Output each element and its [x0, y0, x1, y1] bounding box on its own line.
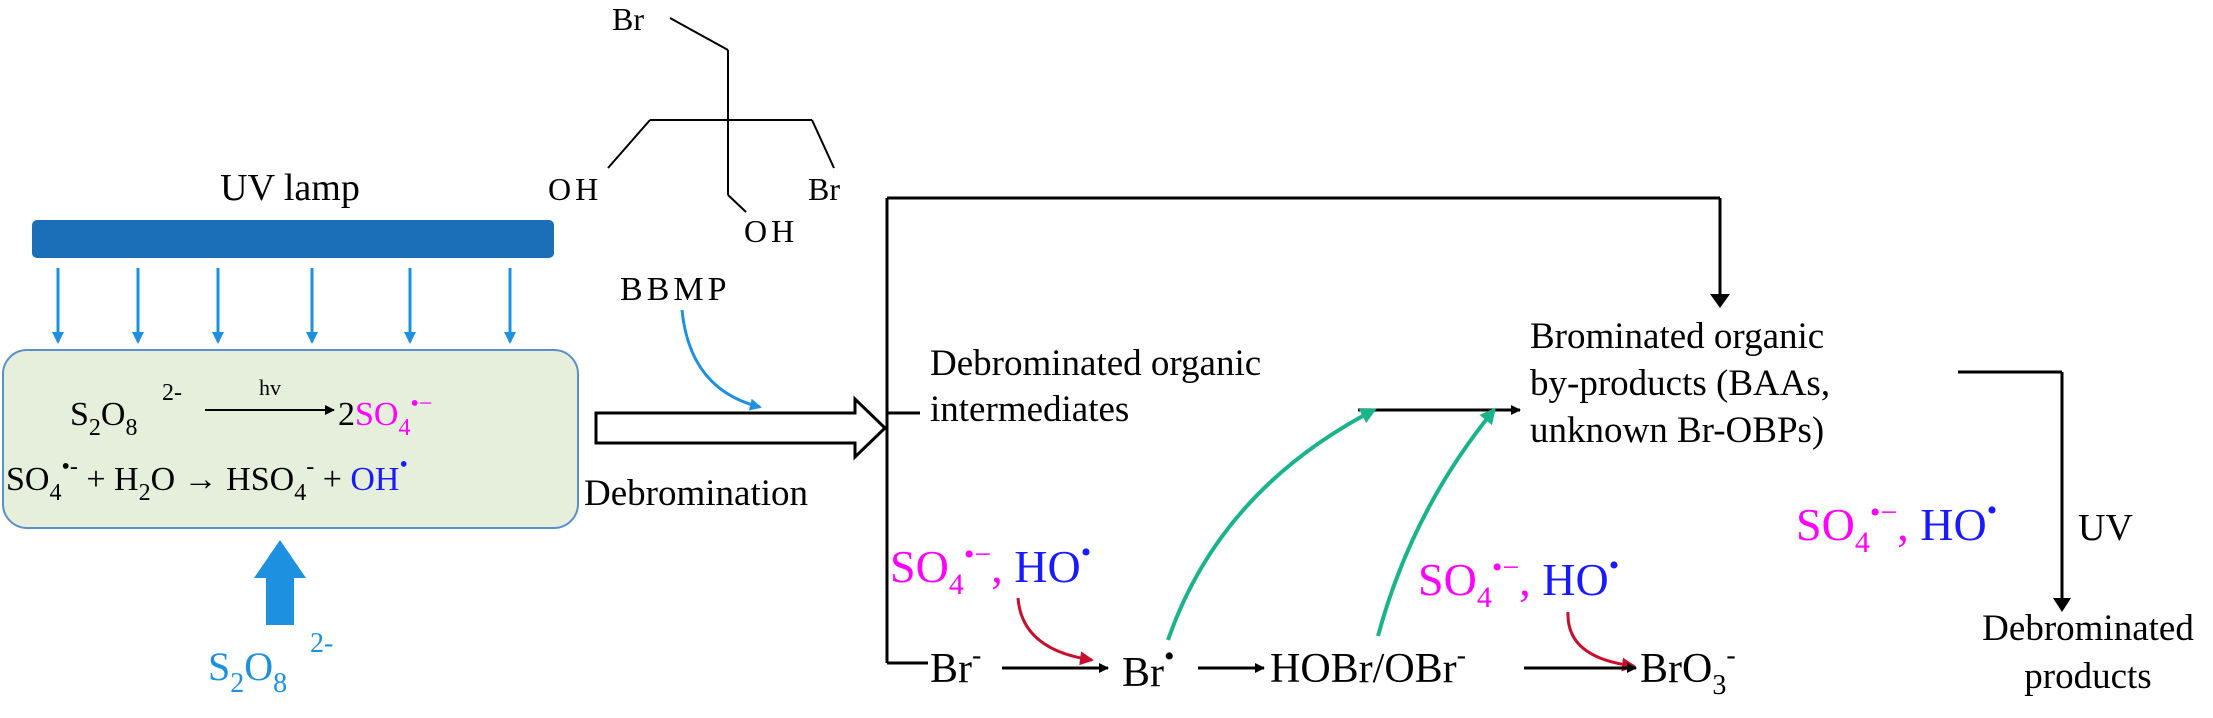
middle-radicals: SO4•−, HO• [1418, 549, 1619, 614]
red-arrow-1 [1016, 597, 1094, 666]
debromination-label: Debromination [584, 473, 808, 514]
svg-text:S2O8: S2O8 [70, 396, 137, 441]
persulfate-feed-label: S2O8 [208, 644, 287, 699]
green-arrow-1 [1166, 408, 1377, 641]
top-branch-arrowhead [1710, 294, 1730, 308]
bromine-radical: Br• [1122, 640, 1175, 696]
uv-lamp-bar [32, 220, 554, 258]
degradation-arrowhead [2053, 598, 2071, 612]
bbmp-br-right: Br [808, 171, 840, 207]
uv-lamp-label: UV lamp [220, 167, 360, 209]
hypobromous-species: HOBr/OBr- [1270, 640, 1466, 692]
right-radicals: SO4•−, HO• [1796, 494, 1997, 559]
svg-text:2SO4•−: 2SO4•− [338, 391, 432, 441]
bbmp-br-top: Br [612, 1, 644, 37]
branch-bracket [885, 196, 1722, 665]
uv-light-arrows [52, 268, 516, 344]
svg-text:2-: 2- [162, 380, 182, 406]
persulfate-feed-charge: 2- [310, 628, 333, 659]
svg-text:SO4•- + H2O → HSO4- + OH•: SO4•- + H2O → HSO4- + OH• [6, 452, 408, 506]
bbmp-label: BBMP [620, 271, 731, 308]
bbmp-oh-left: OH [548, 171, 602, 207]
reactor-box [2, 349, 579, 529]
reaction-equation-1: S2O8 2- hv 2SO4•− [70, 375, 432, 441]
left-radicals: SO4•−, HO• [890, 536, 1091, 601]
bromide-ion: Br- [930, 640, 981, 692]
bbmp-oh-bottom: OH [744, 213, 798, 249]
red-arrow-2 [1566, 611, 1636, 672]
hv-label: hv [259, 375, 281, 400]
persulfate-feed-arrow [254, 540, 306, 625]
debromination-hollow-arrow [594, 395, 888, 461]
uv-label-right: UV [2078, 507, 2133, 549]
reaction-equation-2: SO4•- + H2O → HSO4- + OH• [6, 452, 408, 506]
bromate: BrO3- [1640, 640, 1736, 701]
bbmp-structure [607, 17, 835, 213]
degradation-path [1958, 370, 2064, 600]
green-arrow-2 [1376, 407, 1496, 637]
bbmp-feed-arrow [680, 309, 762, 411]
